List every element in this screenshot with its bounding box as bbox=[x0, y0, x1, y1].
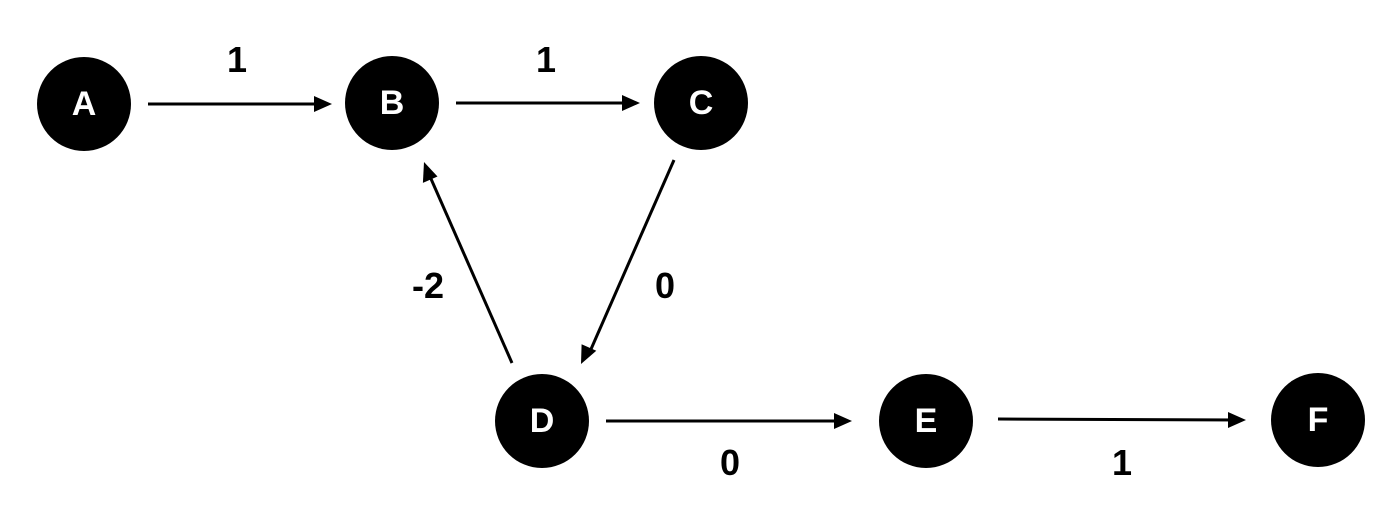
edge-d-b-weight: -2 bbox=[412, 265, 444, 306]
node-c-label: C bbox=[689, 84, 714, 122]
edges: 1 1 0 -2 0 1 bbox=[148, 39, 1246, 483]
node-d: D bbox=[495, 374, 589, 468]
node-a: A bbox=[37, 57, 131, 151]
edge-c-d-arrowhead bbox=[581, 344, 597, 364]
edge-d-e-weight: 0 bbox=[720, 442, 740, 483]
node-f-label: F bbox=[1308, 401, 1329, 439]
edge-d-b-arrowhead bbox=[422, 162, 438, 183]
edge-d-b: -2 bbox=[412, 162, 514, 364]
edge-e-f: 1 bbox=[997, 412, 1246, 483]
node-a-label: A bbox=[72, 85, 97, 123]
node-f: F bbox=[1271, 373, 1365, 467]
node-d-label: D bbox=[530, 402, 555, 440]
edge-b-c: 1 bbox=[456, 39, 640, 111]
edge-a-b-weight: 1 bbox=[227, 39, 247, 80]
node-b: B bbox=[345, 56, 439, 150]
edge-d-b-line bbox=[426, 171, 514, 364]
edge-c-d: 0 bbox=[581, 159, 676, 364]
edge-d-e: 0 bbox=[606, 413, 852, 483]
edge-a-b: 1 bbox=[148, 39, 332, 112]
node-e-label: E bbox=[915, 402, 938, 440]
edge-b-c-weight: 1 bbox=[536, 39, 556, 80]
nodes: A B C D E F bbox=[37, 56, 1365, 468]
edge-c-d-weight: 0 bbox=[655, 265, 675, 306]
node-d-circle bbox=[495, 374, 589, 468]
node-b-label: B bbox=[380, 84, 405, 122]
edge-e-f-weight: 1 bbox=[1112, 442, 1132, 483]
node-b-circle bbox=[345, 56, 439, 150]
node-f-circle bbox=[1271, 373, 1365, 467]
node-e: E bbox=[879, 374, 973, 468]
edge-b-c-arrowhead bbox=[622, 95, 640, 111]
node-e-circle bbox=[879, 374, 973, 468]
edge-d-e-arrowhead bbox=[834, 413, 852, 429]
edge-e-f-line bbox=[997, 417, 1243, 422]
node-a-circle bbox=[37, 57, 131, 151]
node-c: C bbox=[654, 56, 748, 150]
edge-e-f-arrowhead bbox=[1228, 412, 1246, 428]
edge-c-d-line bbox=[586, 159, 676, 357]
edge-a-b-arrowhead bbox=[314, 96, 332, 112]
node-c-circle bbox=[654, 56, 748, 150]
